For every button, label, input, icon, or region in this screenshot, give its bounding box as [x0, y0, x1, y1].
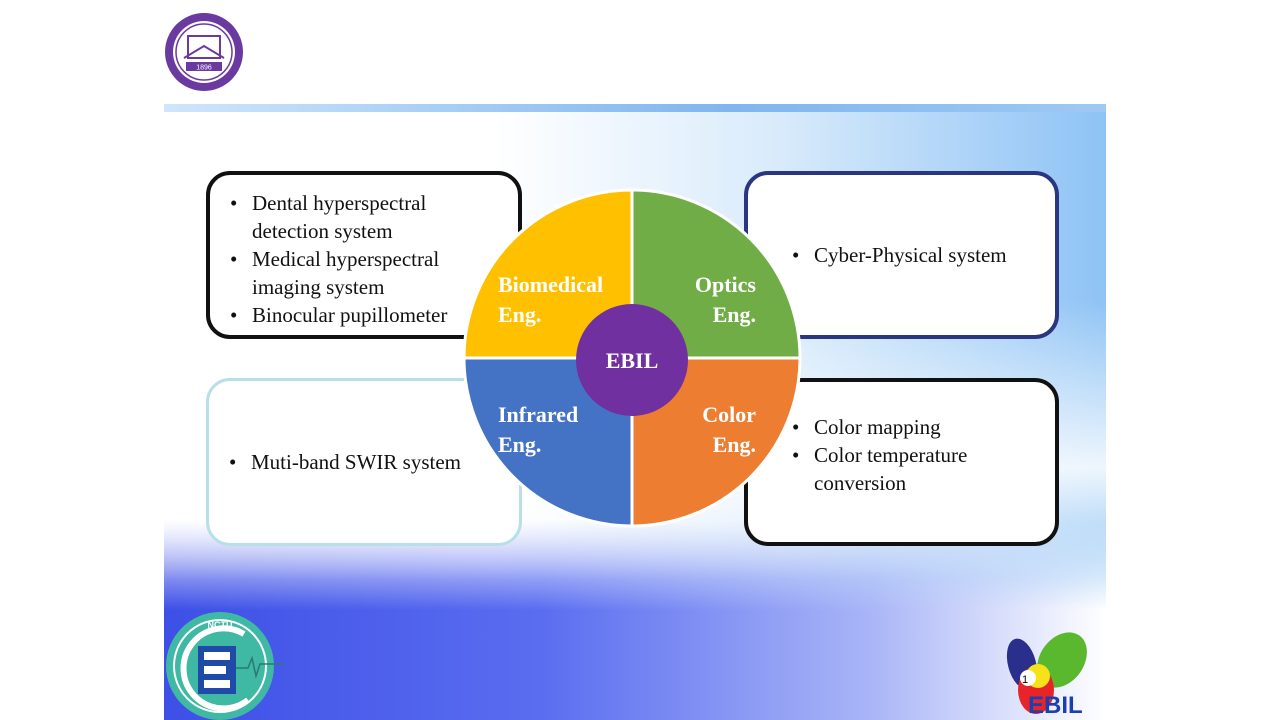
quadrant-label-biomedical-line2: Eng. — [498, 302, 541, 327]
center-circle — [576, 304, 688, 416]
list-item: Medical hyperspectral imaging system — [230, 245, 482, 301]
quadrant-label-biomedical-line1: Biomedical — [498, 272, 603, 297]
header-band — [164, 104, 1106, 112]
box-optics: Cyber-Physical system — [744, 171, 1059, 339]
ee-department-logo: NCTU — [166, 612, 284, 720]
quadrant-label-color-line2: Eng. — [713, 432, 756, 457]
seal-year: 1896 — [196, 65, 212, 72]
page-number: 1 — [1022, 674, 1029, 686]
list-item: Color temperature conversion — [792, 441, 1004, 497]
list-item: Color mapping — [792, 413, 1004, 441]
quadrant-label-optics-line1: Optics — [695, 272, 757, 297]
quadrant-optics — [630, 188, 802, 360]
quadrant-infrared — [462, 356, 634, 528]
list-item: Binocular pupillometer — [230, 301, 518, 329]
quadrant-label-color-line1: Color — [702, 402, 756, 427]
quadrant-biomedical — [462, 188, 634, 360]
university-seal-logo: 1896 — [165, 13, 243, 91]
quadrant-label-optics-line2: Eng. — [713, 302, 756, 327]
ee-logo-label: NCTU — [208, 620, 233, 630]
ebil-wheel: Biomedical Eng. Optics Eng. Infrared Eng… — [462, 188, 802, 528]
ebil-logo: EBIL 1 — [998, 628, 1106, 720]
quadrant-label-infrared-line2: Eng. — [498, 432, 541, 457]
slide: Dental hyperspectral detection system Me… — [164, 0, 1106, 720]
list-item: Muti-band SWIR system — [229, 448, 461, 476]
list-item: Cyber-Physical system — [792, 241, 1007, 269]
ebil-logo-label: EBIL — [1028, 692, 1083, 719]
center-label: EBIL — [606, 348, 659, 373]
list-item: Dental hyperspectral detection system — [230, 189, 482, 245]
quadrant-label-infrared-line1: Infrared — [498, 402, 578, 427]
box-infrared: Muti-band SWIR system — [206, 378, 522, 546]
quadrant-color — [630, 356, 802, 528]
ebil-logo-mark — [1006, 632, 1087, 714]
box-color: Color mapping Color temperature conversi… — [744, 378, 1059, 546]
